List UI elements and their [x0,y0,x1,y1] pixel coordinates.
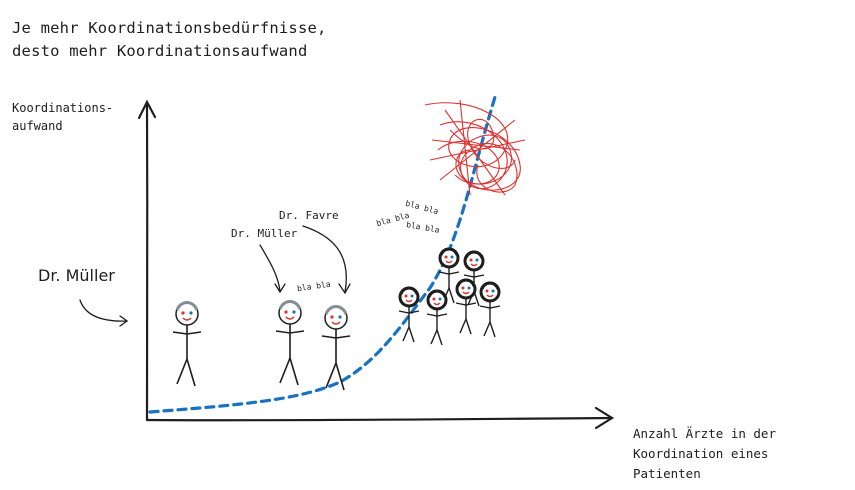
y-axis-label-line-1: Koordinations- [12,101,114,115]
label-dr-mueller-small: Dr. Müller [231,227,298,240]
arrow-dr-mueller-small [259,244,286,294]
arrow-dr-mueller-big [79,299,129,327]
diagram-title-line-2: desto mehr Koordinationsaufwand [12,42,308,60]
x-axis-label-line-1: Anzahl Ärzte in der [633,426,776,441]
x-axis [145,406,615,430]
stick-figure-group [397,247,502,347]
stick-figure-dr-mueller-pair [274,300,306,387]
chaos-scribble [424,99,526,196]
stick-figure-dr-mueller [171,301,203,388]
x-axis-label-line-2: Koordination eines [633,446,769,461]
y-axis [137,99,157,422]
x-axis-label-line-3: Patienten [633,466,701,481]
arrow-dr-favre [302,225,351,295]
coordination-curve [148,95,497,414]
diagram-title-line-1: Je mehr Koordinationsbedürfnisse, [12,19,327,37]
label-dr-mueller-big: Dr. Müller [38,266,115,285]
y-axis-label-line-2: aufwand [12,119,63,133]
label-dr-favre: Dr. Favre [279,209,339,222]
